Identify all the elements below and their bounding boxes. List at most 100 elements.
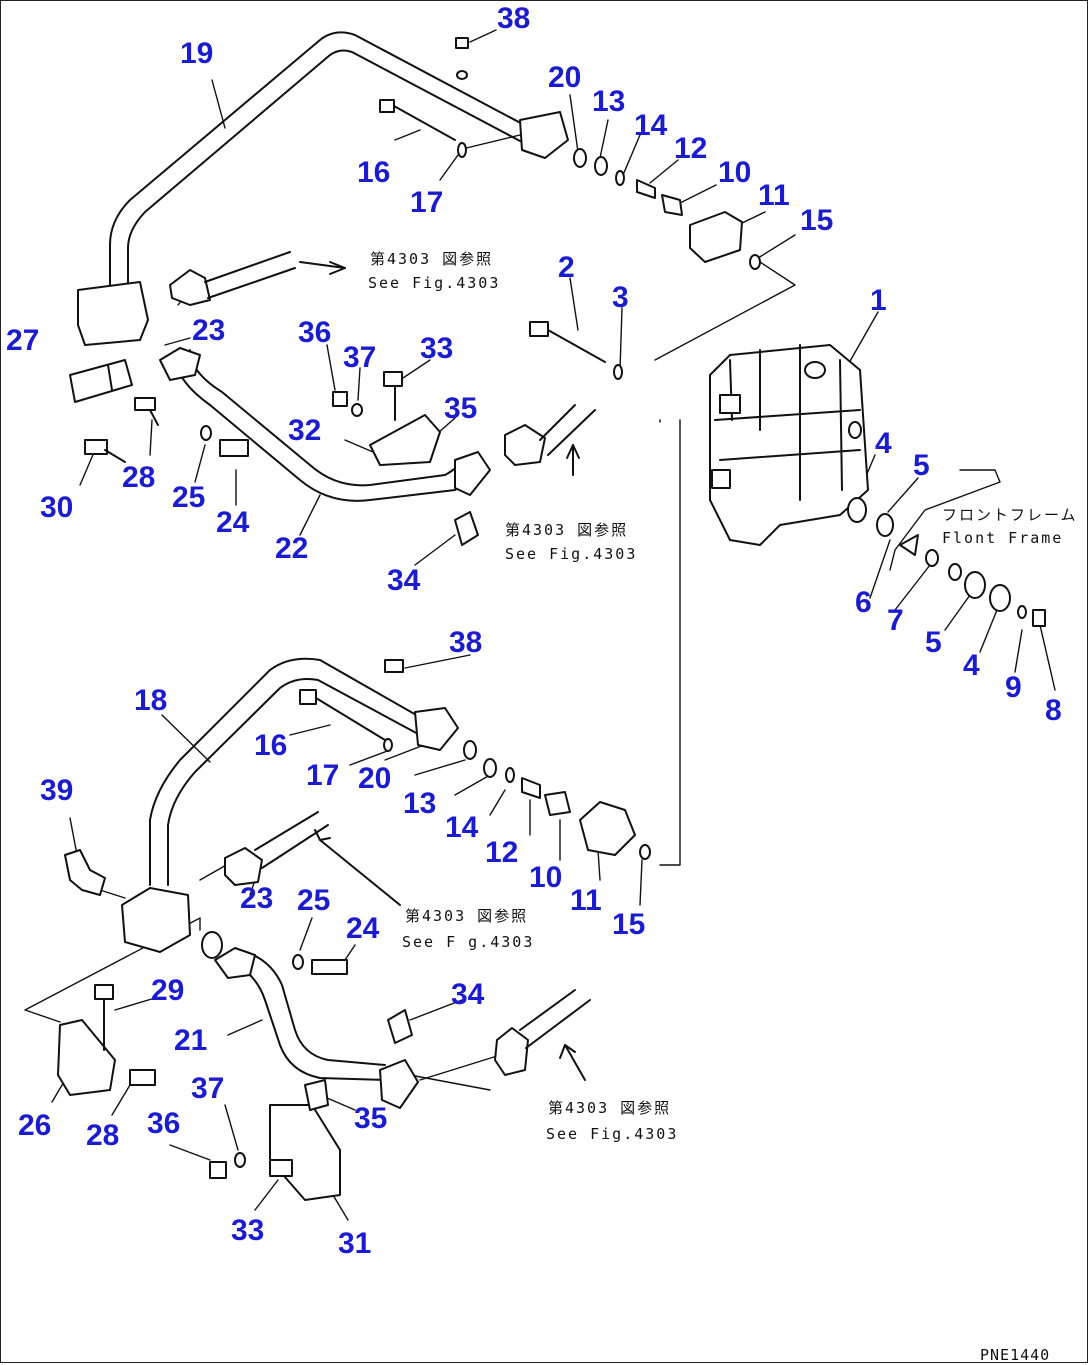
pipe-19 bbox=[77, 31, 569, 346]
callout: 11 bbox=[758, 179, 790, 212]
callout: 13 bbox=[403, 787, 436, 820]
reference-jp: 第4303 図参照 bbox=[370, 250, 493, 268]
clip-34-lower bbox=[387, 1009, 413, 1044]
callout: 14 bbox=[634, 109, 668, 142]
callout: 9 bbox=[1005, 671, 1022, 704]
callout: 33 bbox=[231, 1214, 264, 1247]
callout: 15 bbox=[800, 204, 833, 237]
leader-lines bbox=[24, 29, 1056, 1221]
callout: 17 bbox=[410, 186, 443, 219]
reference-en: See Fig.4303 bbox=[505, 545, 637, 563]
callout: 1 bbox=[870, 284, 887, 317]
callout: 8 bbox=[1045, 694, 1062, 727]
callout: 13 bbox=[592, 85, 625, 118]
reference-en: See Fig.4303 bbox=[368, 274, 500, 292]
callout: 23 bbox=[240, 882, 273, 915]
reference-en: See Fig.4303 bbox=[546, 1125, 678, 1143]
callout: 19 bbox=[180, 37, 213, 70]
callout: 27 bbox=[6, 324, 39, 357]
bracket-26 bbox=[57, 984, 156, 1096]
callout: 5 bbox=[913, 449, 930, 482]
callout: 29 bbox=[151, 974, 184, 1007]
seal-stack-top bbox=[573, 148, 761, 270]
callout: 28 bbox=[86, 1119, 119, 1152]
callout: 6 bbox=[855, 586, 872, 619]
bracket-31 bbox=[209, 1079, 341, 1201]
pipe-18 bbox=[121, 657, 459, 953]
callout: 20 bbox=[358, 762, 391, 795]
callout: 16 bbox=[254, 729, 287, 762]
callout: 37 bbox=[191, 1072, 224, 1105]
pipe-connection-arrow-1 bbox=[169, 251, 346, 306]
callout: 3 bbox=[612, 281, 629, 314]
bolt-38-top bbox=[455, 37, 469, 80]
reference-jp: 第4303 図参照 bbox=[405, 907, 528, 925]
callout: 11 bbox=[570, 884, 602, 917]
bolt-16-top bbox=[379, 99, 467, 158]
callout: 4 bbox=[875, 427, 892, 460]
seal-stack-lower bbox=[463, 740, 651, 860]
callout: 25 bbox=[297, 884, 330, 917]
drawing-code: PNE1440 bbox=[980, 1346, 1050, 1364]
callout: 31 bbox=[338, 1227, 371, 1260]
callout: 25 bbox=[172, 481, 205, 514]
callout: 7 bbox=[887, 604, 904, 637]
callout: 24 bbox=[346, 912, 380, 945]
pipe-connection-arrow-2 bbox=[504, 404, 596, 476]
bolt-2-top bbox=[529, 321, 623, 380]
bolt-38-lower bbox=[384, 659, 404, 673]
reference-en: See F g.4303 bbox=[402, 933, 534, 951]
callout: 16 bbox=[357, 156, 390, 189]
callout: 22 bbox=[275, 532, 308, 565]
callout: 17 bbox=[306, 759, 339, 792]
callout: 38 bbox=[497, 2, 530, 35]
callout: 5 bbox=[925, 626, 942, 659]
callout: 34 bbox=[387, 564, 421, 597]
callout: 36 bbox=[147, 1107, 180, 1140]
callout: 34 bbox=[451, 978, 485, 1011]
pipe-connection-arrow-4 bbox=[494, 989, 591, 1081]
callout: 26 bbox=[18, 1109, 51, 1142]
callout: 39 bbox=[40, 774, 73, 807]
bracket-27 bbox=[69, 359, 133, 403]
callout: 10 bbox=[529, 861, 562, 894]
callout: 38 bbox=[449, 626, 482, 659]
callout: 10 bbox=[718, 156, 751, 189]
bolts-24-25-lower bbox=[292, 954, 348, 975]
reference-jp: 第4303 図参照 bbox=[548, 1099, 671, 1117]
callout: 21 bbox=[174, 1024, 207, 1057]
callout: 37 bbox=[343, 341, 376, 374]
frame-label-en: Flont Frame bbox=[942, 529, 1063, 547]
callout: 35 bbox=[444, 392, 477, 425]
callout: 12 bbox=[674, 132, 707, 165]
callout: 4 bbox=[963, 649, 980, 682]
callout: 28 bbox=[122, 461, 155, 494]
frame-label-jp: フロントフレーム bbox=[942, 506, 1078, 524]
part-callouts: 38 19 20 13 14 12 10 11 15 16 17 2 3 1 2… bbox=[6, 2, 1062, 1260]
callout: 32 bbox=[288, 414, 321, 447]
callout: 36 bbox=[298, 316, 331, 349]
sensor-39 bbox=[64, 849, 106, 896]
callout: 12 bbox=[485, 836, 518, 869]
mount-stack-4-9 bbox=[847, 469, 1046, 627]
figure-references: 第4303 図参照 See Fig.4303 第4303 図参照 See Fig… bbox=[368, 250, 1078, 1143]
callout: 23 bbox=[192, 314, 225, 347]
bolts-28-30-top bbox=[84, 397, 249, 463]
callout: 14 bbox=[445, 811, 479, 844]
callout: 24 bbox=[216, 506, 250, 539]
callout: 35 bbox=[354, 1102, 387, 1135]
callout: 33 bbox=[420, 332, 453, 365]
callout: 15 bbox=[612, 908, 645, 941]
bolt-16-lower bbox=[299, 689, 393, 752]
pipe-21 bbox=[201, 931, 419, 1109]
callout: 18 bbox=[134, 684, 167, 717]
clip-34-top bbox=[454, 511, 479, 546]
reference-jp: 第4303 図参照 bbox=[505, 521, 628, 539]
callout: 30 bbox=[40, 491, 73, 524]
pipe-22 bbox=[159, 347, 491, 502]
pipe-connection-arrow-3 bbox=[224, 811, 401, 906]
callout: 20 bbox=[548, 61, 581, 94]
